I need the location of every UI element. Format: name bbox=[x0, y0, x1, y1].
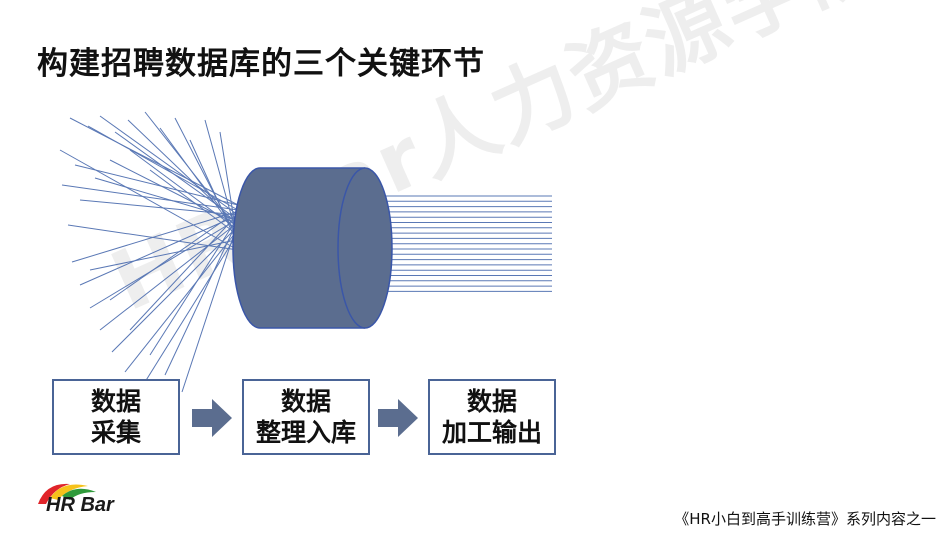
input-lines bbox=[59, 111, 239, 393]
input-line bbox=[69, 117, 239, 206]
hr-bar-logo-icon bbox=[38, 483, 96, 504]
step-data-output: 数据 加工输出 bbox=[428, 379, 556, 455]
input-line bbox=[89, 239, 237, 271]
step-line2: 采集 bbox=[90, 418, 141, 447]
step-data-collection: 数据 采集 bbox=[52, 379, 180, 455]
input-line bbox=[181, 227, 237, 393]
step-line2: 加工输出 bbox=[441, 418, 542, 447]
step-data-organize: 数据 整理入库 bbox=[242, 379, 370, 455]
page-title: 构建招聘数据库的三个关键环节 bbox=[37, 46, 485, 82]
input-line bbox=[109, 211, 237, 301]
input-line bbox=[79, 215, 237, 286]
footer-note: 《HR小白到高手训练营》系列内容之一 bbox=[674, 510, 936, 528]
input-line bbox=[149, 169, 239, 236]
cylinder-body bbox=[232, 167, 393, 329]
input-line bbox=[111, 227, 237, 353]
input-line bbox=[129, 215, 237, 331]
input-line bbox=[124, 231, 237, 373]
input-line bbox=[87, 125, 239, 211]
step-line1: 数据 bbox=[90, 387, 141, 416]
input-line bbox=[189, 139, 239, 246]
step-line1: 数据 bbox=[466, 387, 517, 416]
input-line bbox=[89, 219, 237, 309]
cylinder-front-edge bbox=[337, 167, 366, 329]
input-line bbox=[164, 223, 237, 376]
input-line bbox=[149, 219, 237, 356]
input-line bbox=[139, 235, 237, 391]
input-line bbox=[99, 115, 239, 216]
input-line bbox=[61, 184, 239, 211]
input-line bbox=[99, 223, 237, 331]
cylinder bbox=[232, 167, 393, 329]
input-line bbox=[74, 164, 239, 206]
step-line2: 整理入库 bbox=[255, 418, 356, 447]
step-line1: 数据 bbox=[280, 387, 331, 416]
input-line bbox=[71, 211, 237, 263]
logo-text: HR Bar bbox=[46, 494, 114, 516]
input-line bbox=[174, 117, 239, 241]
arrow-right-icon bbox=[192, 399, 232, 437]
arrow-right-icon bbox=[378, 399, 418, 437]
output-lines bbox=[385, 195, 552, 292]
input-line bbox=[59, 149, 239, 251]
